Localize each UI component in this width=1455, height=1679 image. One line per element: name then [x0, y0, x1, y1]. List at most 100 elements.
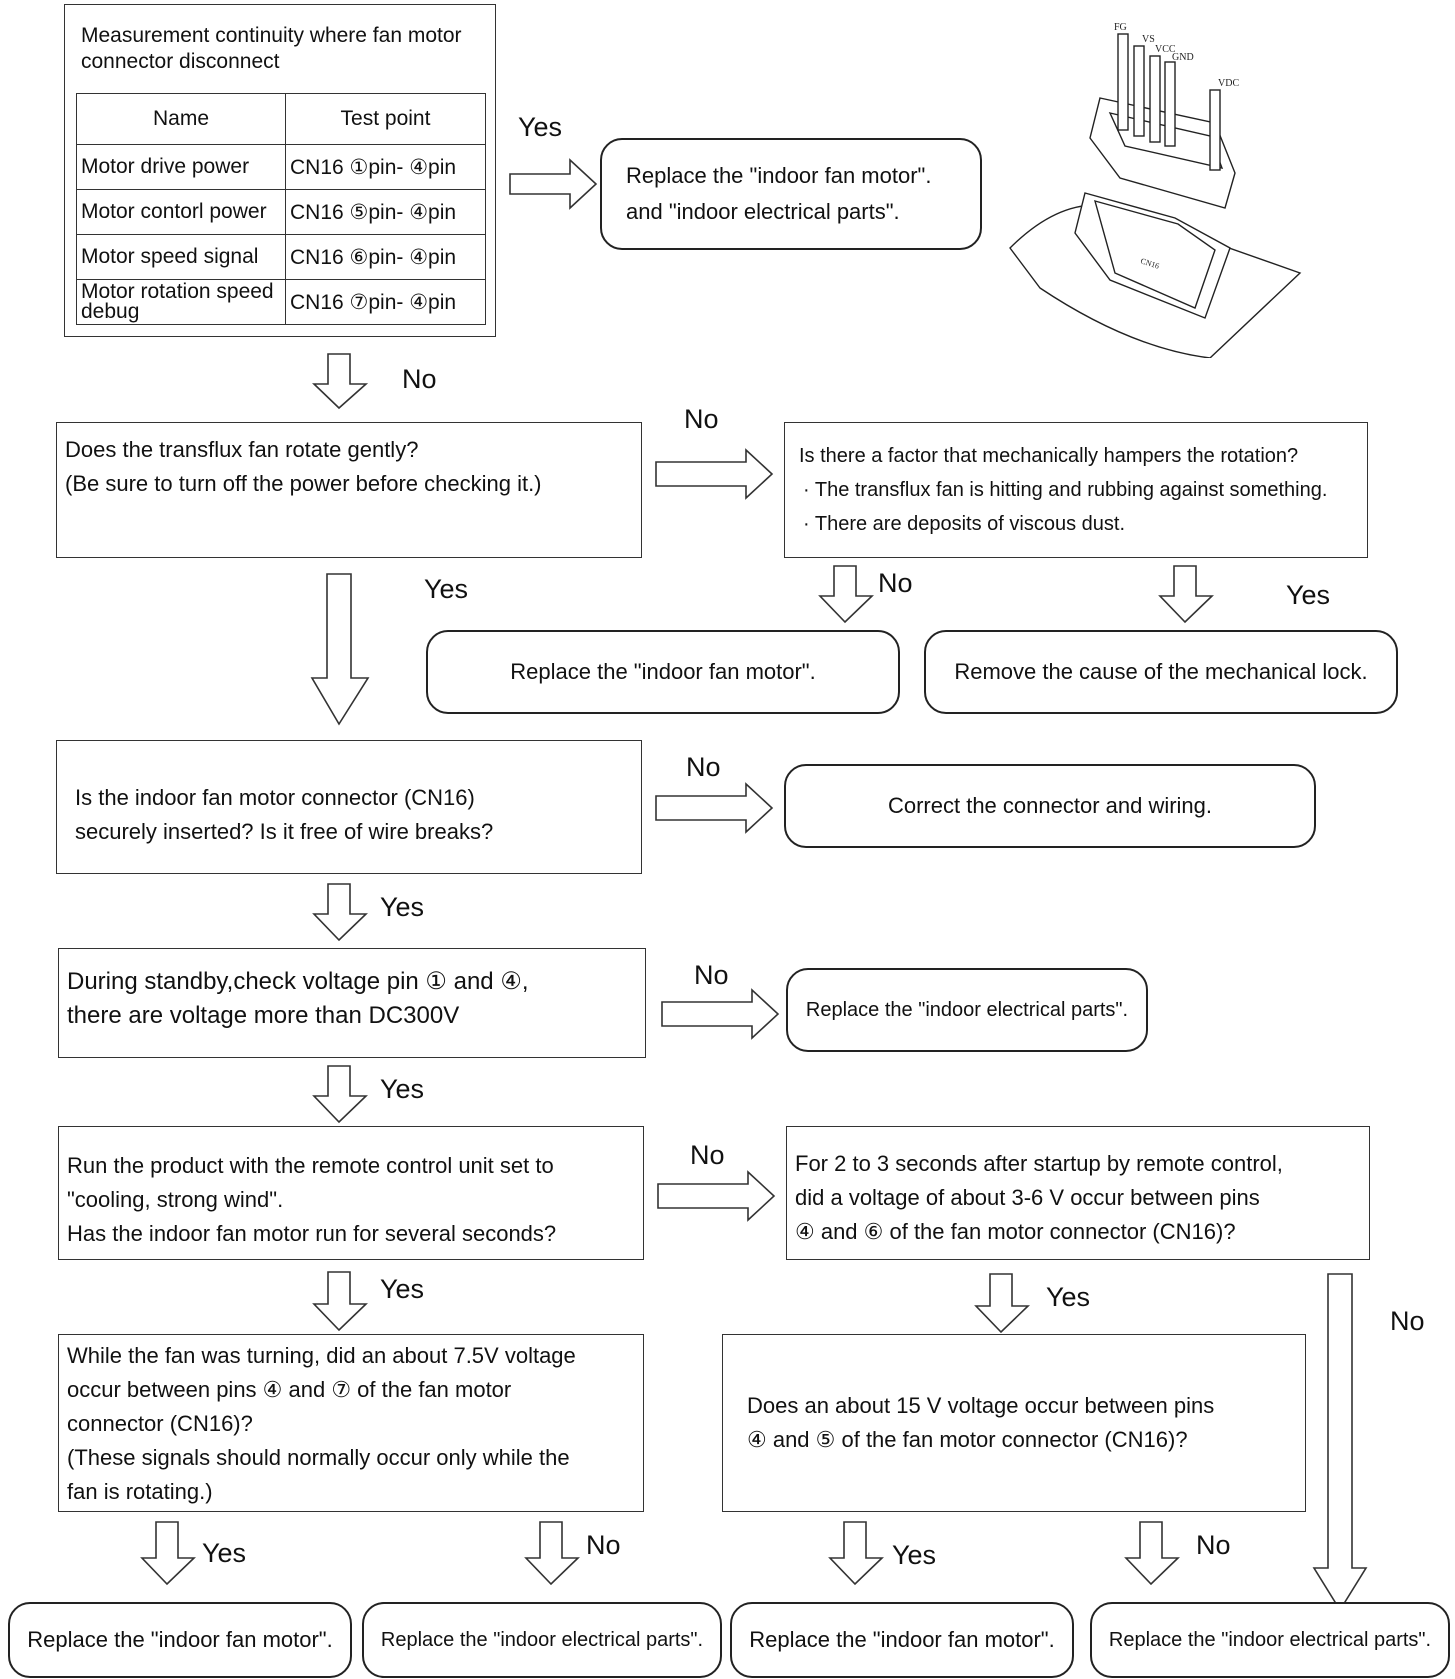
measurement-box: Measurement continuity where fan motor c…: [64, 4, 496, 337]
right-arrow: [657, 1170, 776, 1222]
down-arrow: [818, 565, 874, 624]
result-replace-fan-motor: Replace the "indoor fan motor".: [8, 1602, 352, 1678]
down-arrow: [1124, 1521, 1180, 1586]
measurement-title-line2: connector disconnect: [81, 50, 280, 73]
table-header-name: Name: [76, 93, 286, 145]
down-arrow: [310, 573, 370, 726]
down-arrow: [828, 1521, 884, 1586]
table-cell-name: Motor contorl power: [76, 189, 286, 235]
no-label: No: [1390, 1306, 1425, 1336]
result-text: Remove the cause of the mechanical lock.: [954, 659, 1368, 684]
question-line: fan is rotating.): [67, 1479, 213, 1504]
down-arrow: [1312, 1273, 1368, 1612]
right-arrow: [655, 448, 774, 500]
no-label: No: [586, 1530, 621, 1560]
question-fan-rotate: Does the transflux fan rotate gently? (B…: [56, 422, 642, 558]
no-label: No: [1196, 1530, 1231, 1560]
result-text: Replace the "indoor fan motor".: [749, 1627, 1055, 1652]
right-arrow: [655, 782, 774, 834]
result-replace-motor-and-parts: Replace the "indoor fan motor". and "ind…: [600, 138, 982, 250]
down-arrow: [312, 1065, 368, 1124]
question-line: ④ and ⑤ of the fan motor connector (CN16…: [747, 1427, 1188, 1452]
question-line: While the fan was turning, did an about …: [67, 1343, 576, 1368]
table-cell-name: Motor speed signal: [76, 234, 286, 280]
result-replace-fan-motor: Replace the "indoor fan motor".: [730, 1602, 1074, 1678]
result-remove-mechanical-lock: Remove the cause of the mechanical lock.: [924, 630, 1398, 714]
table-cell-test: CN16 ⑥pin- ④pin: [285, 234, 486, 280]
question-15v-voltage: Does an about 15 V voltage occur between…: [722, 1334, 1306, 1512]
yes-label: Yes: [202, 1538, 247, 1568]
result-text: Replace the "indoor electrical parts".: [805, 998, 1129, 1021]
result-replace-fan-motor: Replace the "indoor fan motor".: [426, 630, 900, 714]
table-row: Motor rotation speed debug CN16 ⑦pin- ④p…: [76, 279, 486, 325]
result-text: Correct the connector and wiring.: [887, 793, 1213, 818]
question-line: During standby,check voltage pin ① and ④…: [67, 968, 529, 995]
question-line: Is the indoor fan motor connector (CN16): [75, 785, 475, 810]
result-replace-electrical-parts: Replace the "indoor electrical parts".: [1090, 1602, 1450, 1678]
table-cell-name: Motor drive power: [76, 144, 286, 190]
down-arrow: [140, 1521, 196, 1586]
connector-illustration: FG VS VCC GND VDC CN16: [1009, 22, 1302, 358]
question-line: there are voltage more than DC300V: [67, 1002, 460, 1029]
question-line: Is there a factor that mechanically hamp…: [799, 445, 1299, 467]
table-header-row: Name Test point: [76, 93, 486, 145]
question-line: (Be sure to turn off the power before ch…: [65, 471, 542, 496]
down-arrow: [524, 1521, 580, 1586]
question-line: "cooling, strong wind".: [67, 1187, 284, 1212]
question-line: (These signals should normally occur onl…: [67, 1445, 570, 1470]
question-line: securely inserted? Is it free of wire br…: [75, 819, 494, 844]
table-cell-test: CN16 ⑤pin- ④pin: [285, 189, 486, 235]
question-connector-inserted: Is the indoor fan motor connector (CN16)…: [56, 740, 642, 874]
no-label: No: [690, 1140, 725, 1170]
question-line: For 2 to 3 seconds after startup by remo…: [795, 1151, 1283, 1176]
no-label: No: [684, 404, 719, 434]
right-arrow: [661, 988, 780, 1040]
pin-label-vs: VS: [1142, 34, 1155, 45]
question-startup-voltage: For 2 to 3 seconds after startup by remo…: [786, 1126, 1370, 1260]
yes-label: Yes: [518, 112, 563, 142]
question-line: Has the indoor fan motor run for several…: [67, 1221, 557, 1246]
yes-label: Yes: [380, 1074, 425, 1104]
yes-label: Yes: [380, 892, 425, 922]
table-row: Motor drive power CN16 ①pin- ④pin: [76, 144, 486, 190]
down-arrow: [1158, 565, 1214, 624]
result-correct-connector: Correct the connector and wiring.: [784, 764, 1316, 848]
result-text: Replace the "indoor electrical parts".: [1108, 1628, 1432, 1651]
question-line: did a voltage of about 3-6 V occur betwe…: [795, 1185, 1260, 1210]
down-arrow: [312, 883, 368, 942]
no-label: No: [694, 960, 729, 990]
result-replace-electrical-parts: Replace the "indoor electrical parts".: [786, 968, 1148, 1052]
result-text-line1: Replace the "indoor fan motor".: [626, 163, 932, 188]
table-header-test-point: Test point: [285, 93, 486, 145]
question-run-product: Run the product with the remote control …: [58, 1126, 644, 1260]
yes-label: Yes: [380, 1274, 425, 1304]
question-mechanical-factor: Is there a factor that mechanically hamp…: [784, 422, 1368, 558]
question-line: ④ and ⑥ of the fan motor connector (CN16…: [795, 1219, 1236, 1244]
yes-label: Yes: [1046, 1282, 1091, 1312]
down-arrow: [312, 353, 369, 410]
pin-label-vdc: VDC: [1218, 78, 1239, 89]
pin-label-gnd: GND: [1172, 52, 1194, 63]
question-line: · There are deposits of viscous dust.: [803, 513, 1126, 535]
pin-label-vcc: VCC: [1155, 44, 1176, 55]
table-row: Motor speed signal CN16 ⑥pin- ④pin: [76, 234, 486, 280]
question-line: Run the product with the remote control …: [67, 1153, 554, 1178]
result-text: Replace the "indoor electrical parts".: [380, 1628, 704, 1651]
no-label: No: [878, 568, 913, 598]
result-text: Replace the "indoor fan motor".: [510, 659, 816, 684]
right-arrow: [509, 158, 598, 210]
question-line: connector (CN16)?: [67, 1411, 253, 1436]
no-label: No: [686, 752, 721, 782]
question-7-5v-voltage: While the fan was turning, did an about …: [58, 1334, 644, 1512]
measurement-table: Name Test point Motor drive power CN16 ①…: [76, 93, 486, 325]
question-standby-voltage: During standby,check voltage pin ① and ④…: [58, 948, 646, 1058]
measurement-title-line1: Measurement continuity where fan motor: [81, 24, 462, 47]
table-cell-test: CN16 ⑦pin- ④pin: [285, 279, 486, 325]
table-cell-test: CN16 ①pin- ④pin: [285, 144, 486, 190]
question-line: Does an about 15 V voltage occur between…: [747, 1393, 1215, 1418]
question-line: occur between pins ④ and ⑦ of the fan mo…: [67, 1377, 512, 1402]
question-line: Does the transflux fan rotate gently?: [65, 437, 419, 462]
down-arrow: [312, 1271, 368, 1332]
result-text: Replace the "indoor fan motor".: [27, 1627, 333, 1652]
